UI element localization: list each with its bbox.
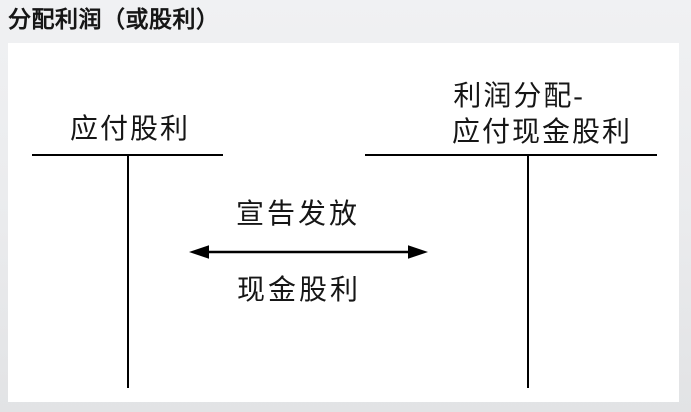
t-account-right-label-line2: 应付现金股利 xyxy=(451,117,633,148)
t-account-right-label-line1: 利润分配- xyxy=(453,81,585,112)
t-account-left-divider-line xyxy=(127,154,129,388)
t-account-right-divider-line xyxy=(527,154,529,388)
t-account-left-label: 应付股利 xyxy=(69,114,191,145)
slide-canvas: 应付股利 利润分配- 应付现金股利 宣告发放 现金股利 xyxy=(8,43,679,402)
page-title: 分配利润（或股利） xyxy=(8,6,220,32)
double-headed-arrow-icon xyxy=(189,245,428,259)
relation-caption-bottom: 现金股利 xyxy=(236,275,362,306)
relation-caption-top: 宣告发放 xyxy=(235,199,361,230)
t-account-right-top-line xyxy=(365,154,657,156)
